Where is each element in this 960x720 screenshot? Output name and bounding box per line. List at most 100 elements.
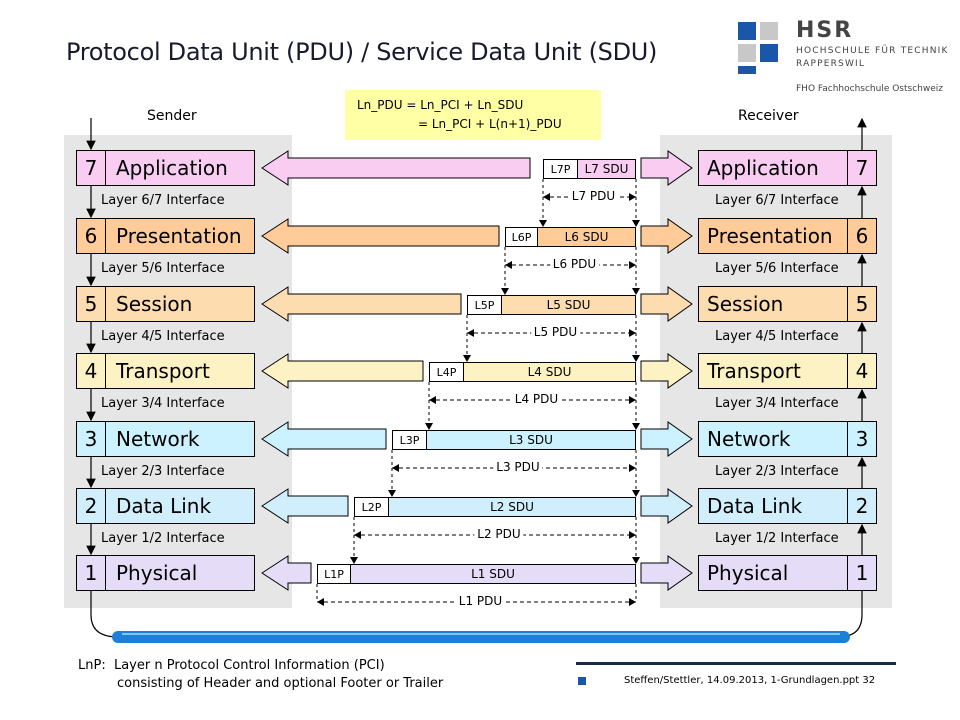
pdu-down-left-head: [388, 490, 396, 497]
pci-box: L3P: [392, 430, 427, 450]
pci-box: L6P: [505, 227, 538, 247]
receiver-layer-number: 5: [847, 286, 877, 322]
pdu-down-left-head: [501, 288, 509, 295]
left-block-arrow: [261, 421, 387, 457]
sender-interface-label: Layer 1/2 Interface: [101, 531, 225, 546]
sender-label: Sender: [147, 108, 197, 124]
sender-layer-number: 7: [76, 150, 106, 186]
receiver-layer-name: Physical: [698, 555, 848, 591]
pdu-down-left-head: [539, 220, 547, 227]
pdu-arrowhead-right: [629, 598, 636, 606]
pdu-label: L1 PDU: [455, 594, 506, 608]
logo-line2: RAPPERSWIL: [796, 59, 866, 69]
logo-square-3: [738, 44, 756, 62]
sender-layer-number: 5: [76, 286, 106, 322]
sender-layer-name: Session: [105, 286, 255, 322]
receiver-layer-number: 7: [847, 150, 877, 186]
left-block-arrow: [261, 488, 349, 524]
sender-interface-label: Layer 6/7 Interface: [101, 193, 225, 208]
pdu-arrowhead-left: [467, 329, 474, 337]
pdu-arrowhead-right: [629, 329, 636, 337]
formula-line2: = Ln_PCI + L(n+1)_PDU: [418, 117, 562, 131]
cable-left-curve: [90, 591, 119, 638]
receiver-layer-name: Session: [698, 286, 848, 322]
cable-right-curve: [837, 591, 863, 638]
sender-layer-name: Data Link: [105, 488, 255, 524]
sender-interface-label: Layer 2/3 Interface: [101, 464, 225, 479]
pdu-label: L7 PDU: [568, 189, 619, 203]
sender-layer-number: 4: [76, 353, 106, 389]
receiver-layer-number: 3: [847, 421, 877, 457]
pdu-arrowhead-left: [392, 464, 399, 472]
receiver-interface-label: Layer 4/5 Interface: [715, 329, 839, 344]
logo-square-2: [760, 22, 778, 40]
sender-layer-name: Presentation: [105, 218, 255, 254]
receiver-layer-number: 2: [847, 488, 877, 524]
pdu-arrowhead-left: [429, 396, 436, 404]
footer-text: Steffen/Stettler, 14.09.2013, 1-Grundlag…: [624, 675, 876, 686]
sender-layer-name: Physical: [105, 555, 255, 591]
pdu-down-right-head: [632, 490, 640, 497]
receiver-layer-name: Network: [698, 421, 848, 457]
pdu-down-left-head: [463, 355, 471, 362]
footer-bullet: [578, 677, 586, 685]
pdu-arrowhead-right: [629, 193, 636, 201]
right-block-arrow: [640, 488, 693, 524]
pdu-arrowhead-right: [629, 531, 636, 539]
receiver-interface-label: Layer 2/3 Interface: [715, 464, 839, 479]
sdu-box: L3 SDU: [426, 430, 636, 450]
left-block-arrow: [261, 286, 462, 322]
left-block-arrow: [261, 218, 500, 254]
pci-box: L2P: [354, 497, 389, 517]
receiver-layer-name: Data Link: [698, 488, 848, 524]
sender-layer-number: 2: [76, 488, 106, 524]
logo-square-1: [738, 22, 756, 40]
sender-layer-number: 3: [76, 421, 106, 457]
logo-name: HSR: [796, 18, 854, 43]
pdu-arrowhead-right: [629, 464, 636, 472]
pdu-arrowhead-left: [543, 193, 550, 201]
pdu-label: L2 PDU: [474, 527, 524, 541]
left-block-arrow: [261, 353, 424, 389]
pdu-down-right-head: [632, 288, 640, 295]
receiver-interface-label: Layer 1/2 Interface: [715, 531, 839, 546]
receiver-layer-name: Transport: [698, 353, 848, 389]
pdu-arrowhead-right: [629, 396, 636, 404]
hsr-logo: HSR HOCHSCHULE FÜR TECHNIK RAPPERSWIL FH…: [738, 18, 958, 112]
sender-layer-number: 1: [76, 555, 106, 591]
receiver-interface-label: Layer 3/4 Interface: [715, 396, 839, 411]
legend-line1: LnP: Layer n Protocol Control Informatio…: [78, 658, 385, 673]
left-block-arrow: [261, 150, 531, 186]
right-block-arrow: [640, 286, 693, 322]
logo-square-4: [760, 44, 778, 62]
receiver-interface-label: Layer 5/6 Interface: [715, 261, 839, 276]
sender-interface-label: Layer 3/4 Interface: [101, 396, 225, 411]
pdu-down-right-head: [632, 423, 640, 430]
receiver-label: Receiver: [738, 108, 799, 124]
pdu-down-left-head: [350, 557, 358, 564]
right-block-arrow: [640, 421, 693, 457]
pci-box: L4P: [429, 362, 464, 382]
pci-box: L7P: [543, 159, 578, 179]
pdu-down-left-head: [425, 423, 433, 430]
sender-interface-label: Layer 5/6 Interface: [101, 261, 225, 276]
sender-layer-name: Network: [105, 421, 255, 457]
receiver-layer-number: 1: [847, 555, 877, 591]
pdu-label: L3 PDU: [493, 460, 543, 474]
logo-line1: HOCHSCHULE FÜR TECHNIK: [796, 46, 949, 56]
formula-box: Ln_PDU = Ln_PCI + Ln_SDU = Ln_PCI + L(n+…: [345, 90, 601, 140]
pdu-arrowhead-right: [629, 261, 636, 269]
logo-line3: FHO Fachhochschule Ostschweiz: [796, 84, 943, 94]
sender-layer-number: 6: [76, 218, 106, 254]
receiver-layer-name: Presentation: [698, 218, 848, 254]
pdu-down-right-head: [632, 557, 640, 564]
pci-box: L5P: [467, 295, 502, 315]
logo-square-5: [738, 66, 756, 74]
pdu-down-right-head: [632, 220, 640, 227]
receiver-layer-number: 4: [847, 353, 877, 389]
pdu-arrowhead-left: [317, 598, 324, 606]
sender-layer-name: Transport: [105, 353, 255, 389]
right-block-arrow: [640, 218, 693, 254]
right-block-arrow: [640, 555, 693, 591]
